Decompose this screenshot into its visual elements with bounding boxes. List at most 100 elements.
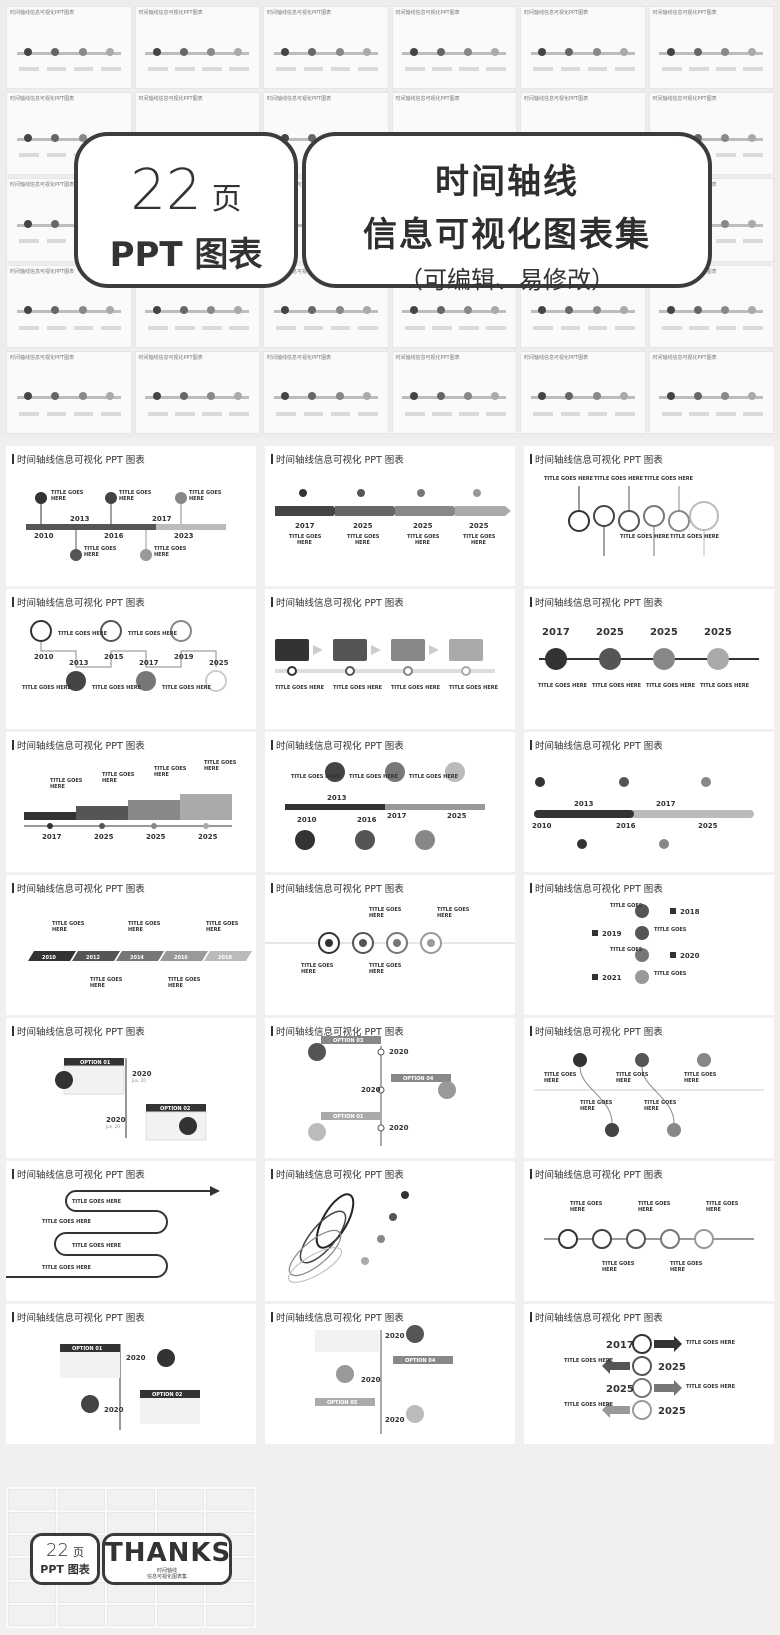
timeline-graphic: OPTION 01 OPTION 02 2020 2020 xyxy=(60,1344,200,1430)
thumbnail-dot xyxy=(748,47,757,56)
svg-text:TITLE GOES: TITLE GOES xyxy=(638,1201,671,1207)
thumbnail-text xyxy=(689,411,709,416)
thumbnail-text xyxy=(303,67,324,72)
mini-thumbnail xyxy=(57,1604,106,1626)
thumbnail-dot xyxy=(24,219,33,228)
thumbnail-text xyxy=(486,67,507,72)
thumbnail-text xyxy=(357,411,378,416)
svg-text:TITLE GOES HERE: TITLE GOES HERE xyxy=(72,1243,122,1249)
thumbnail-dot xyxy=(491,392,500,401)
svg-text:HERE: HERE xyxy=(119,496,134,502)
thumbnail-line xyxy=(273,310,378,314)
svg-text:TITLE GOES: TITLE GOES xyxy=(644,1100,677,1106)
svg-text:2012: 2012 xyxy=(86,955,100,961)
svg-text:HERE: HERE xyxy=(84,552,99,558)
svg-text:2017: 2017 xyxy=(42,833,62,841)
svg-text:TITLE GOES: TITLE GOES xyxy=(347,534,380,540)
thumbnail-dot xyxy=(179,392,188,401)
cover-thumbnail: 时间轴线信息可视化PPT图表 xyxy=(134,6,260,90)
svg-text:HERE: HERE xyxy=(102,778,117,784)
thumbnail-dot xyxy=(308,133,317,142)
thanks-count: 22 xyxy=(46,1540,69,1561)
thumbnail-dot xyxy=(436,47,445,56)
slide-title: 时间轴线信息可视化 PPT 图表 xyxy=(12,1024,145,1038)
thumbnail-title: 时间轴线信息可视化PPT图表 xyxy=(10,182,75,189)
slide-title: 时间轴线信息可视化 PPT 图表 xyxy=(271,1310,404,1324)
ppt-label: PPT 图表 xyxy=(109,235,263,275)
svg-text:2025: 2025 xyxy=(146,833,166,841)
svg-text:HERE: HERE xyxy=(369,913,384,919)
thumbnail-dot xyxy=(179,306,188,315)
mini-thumbnail xyxy=(156,1489,205,1511)
thumbnail-dot xyxy=(592,306,601,315)
thumbnail-line xyxy=(145,51,250,55)
thumbnail-line xyxy=(145,396,250,400)
thumbnail-dot xyxy=(666,306,675,315)
thumbnail-line xyxy=(530,310,635,314)
svg-text:TITLE GOES: TITLE GOES xyxy=(544,1072,577,1078)
svg-text:TITLE GOES: TITLE GOES xyxy=(52,921,85,927)
slide-title: 时间轴线信息可视化 PPT 图表 xyxy=(530,881,663,895)
svg-text:TITLE GOES HERE: TITLE GOES HERE xyxy=(349,774,399,780)
thumbnail-dot xyxy=(538,47,547,56)
thumbnail-dot xyxy=(666,392,675,401)
thumbnail-text xyxy=(175,67,195,72)
svg-text:TITLE GOES: TITLE GOES xyxy=(602,1261,635,1267)
thumbnail-dot xyxy=(207,392,216,401)
thumbnail-text xyxy=(303,411,324,416)
slide-title: 时间轴线信息可视化 PPT 图表 xyxy=(12,595,145,609)
thumbnail-text xyxy=(432,411,452,416)
thumbnail-text xyxy=(743,67,764,72)
thumbnail-text xyxy=(19,325,40,330)
slide-3: 时间轴线信息可视化 PPT 图表 TITLE GOES HERE TITLE G… xyxy=(524,446,774,586)
svg-text:TITLE GOES HERE: TITLE GOES HERE xyxy=(162,685,212,691)
svg-text:2020: 2020 xyxy=(106,1116,126,1124)
svg-text:TITLE GOES: TITLE GOES xyxy=(119,490,152,496)
svg-text:HERE: HERE xyxy=(684,1078,699,1084)
svg-text:HERE: HERE xyxy=(204,766,219,772)
thumbnail-text xyxy=(743,239,764,244)
slide-title: 时间轴线信息可视化 PPT 图表 xyxy=(12,738,145,752)
thumbnail-text xyxy=(330,325,351,330)
thumbnail-text xyxy=(19,153,40,158)
svg-text:TITLE GOES HERE: TITLE GOES HERE xyxy=(92,685,142,691)
svg-text:TITLE GOES HERE: TITLE GOES HERE xyxy=(333,685,383,691)
slide-title: 时间轴线信息可视化 PPT 图表 xyxy=(271,738,404,752)
thumbnail-dot xyxy=(592,47,601,56)
thumbnail-dot xyxy=(234,306,243,315)
thumbnail-text xyxy=(330,411,351,416)
svg-text:TITLE GOES: TITLE GOES xyxy=(610,903,643,909)
thumbnail-text xyxy=(46,239,67,244)
thumbnail-dot xyxy=(666,47,675,56)
thumbnail-title: 时间轴线信息可视化PPT图表 xyxy=(267,268,332,275)
svg-text:2020: 2020 xyxy=(361,1086,381,1094)
thumbnail-text xyxy=(661,411,682,416)
slide-6: 时间轴线信息可视化 PPT 图表 2017 2025 2025 2025 TIT… xyxy=(524,589,774,729)
thumbnail-text xyxy=(486,325,507,330)
thumbnail-title: 时间轴线信息可视化PPT图表 xyxy=(652,354,717,361)
thumbnail-dot xyxy=(565,306,574,315)
svg-text:HERE: HERE xyxy=(437,913,452,919)
svg-text:HERE: HERE xyxy=(168,983,183,989)
thumbnail-line xyxy=(402,51,507,55)
thumbnail-text xyxy=(560,325,581,330)
mini-thumbnail xyxy=(206,1581,254,1603)
thumbnail-text xyxy=(743,153,764,158)
mini-thumbnail xyxy=(8,1489,56,1511)
svg-text:TITLE GOES: TITLE GOES xyxy=(580,1100,613,1106)
slide-title: 时间轴线信息可视化 PPT 图表 xyxy=(12,1310,145,1324)
cover-thumbnail: 时间轴线信息可视化PPT图表 xyxy=(263,350,389,434)
svg-text:HERE: HERE xyxy=(154,552,169,558)
thumbnail-dot xyxy=(24,47,33,56)
thumbnail-text xyxy=(459,325,479,330)
slide-title: 时间轴线信息可视化 PPT 图表 xyxy=(12,1167,145,1181)
thumbnail-text xyxy=(404,325,425,330)
svg-text:OPTION 03: OPTION 03 xyxy=(333,1038,364,1044)
thumbnail-title: 时间轴线信息可视化PPT图表 xyxy=(267,354,332,361)
mini-thumbnail xyxy=(8,1604,56,1626)
svg-text:2025: 2025 xyxy=(606,1384,634,1395)
svg-text:2013: 2013 xyxy=(69,659,89,667)
thumbnail-dot xyxy=(409,392,418,401)
svg-text:OPTION 02: OPTION 02 xyxy=(152,1392,183,1398)
thumbnail-line xyxy=(402,396,507,400)
